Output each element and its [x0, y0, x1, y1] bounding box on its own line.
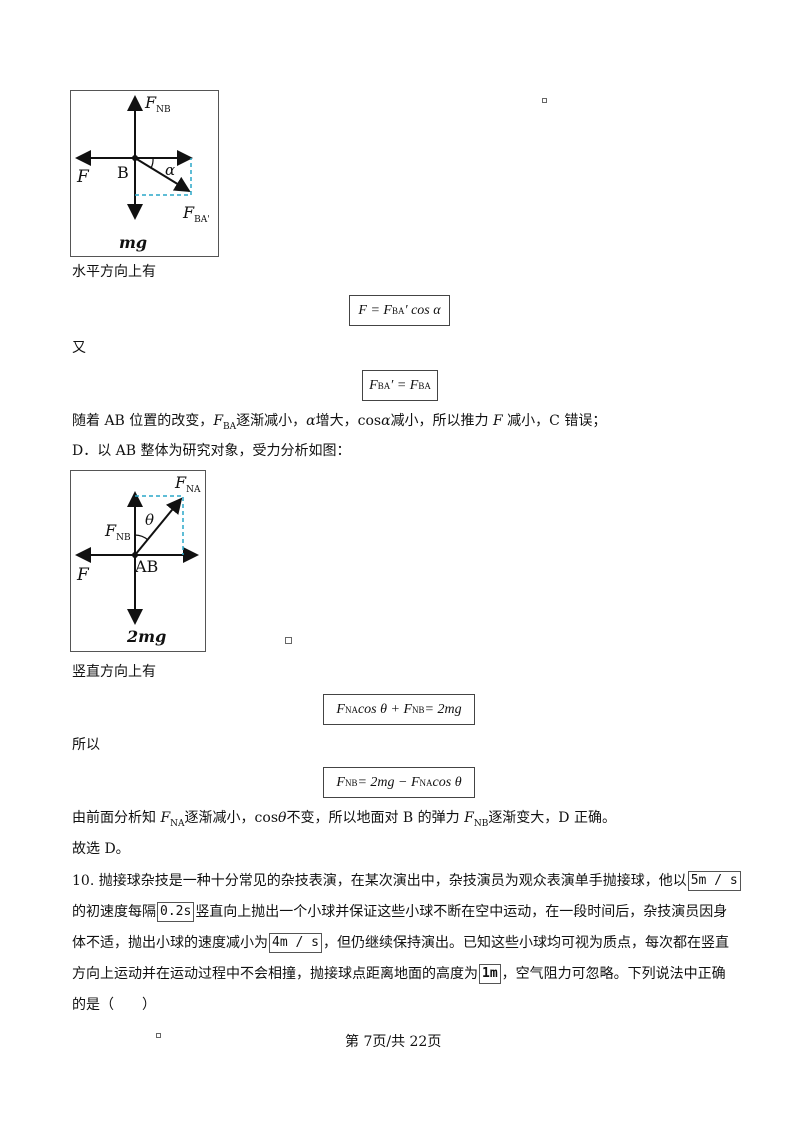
force-diagram-ab-svg: [75, 491, 199, 625]
label-fna: FNA: [175, 473, 201, 496]
speed-box-2: 4m / s: [269, 933, 322, 953]
para-cause: 随着 AB 位置的改变，FBA逐渐减小，α增大，cosα减小，所以推力 F 减小…: [72, 413, 607, 432]
label-fnb: FNB: [105, 521, 131, 544]
para-you: 又: [72, 340, 86, 356]
label-mg: mg: [119, 233, 148, 252]
label-f: F: [77, 565, 89, 585]
q10-line1: 10. 抛接球杂技是一种十分常见的杂技表演，在某次演出中，杂技演员为观众表演单手…: [72, 871, 742, 891]
anchor-marker: [285, 637, 292, 644]
fna-arrow: [134, 497, 183, 556]
label-theta: θ: [145, 511, 155, 529]
q10-line5: 的是（ ）: [72, 997, 156, 1013]
point-b: [132, 155, 138, 161]
fba-arrow: [134, 157, 191, 193]
force-diagram-b-svg: [75, 95, 193, 220]
point-ab: [132, 552, 138, 558]
anchor-marker: [156, 1033, 161, 1038]
para-horizontal: 水平方向上有: [72, 264, 156, 280]
label-f: F: [77, 167, 89, 187]
dashed-component-lines: [135, 495, 184, 555]
anchor-marker: [542, 98, 547, 103]
theta-arc: [134, 534, 149, 541]
para-option-d: D．以 AB 整体为研究对象，受力分析如图：: [72, 443, 351, 459]
label-fba: FBA': [183, 203, 210, 226]
height-box: 1m: [479, 964, 501, 984]
force-diagram-ab: FNA FNB θ F AB 2mg: [70, 470, 206, 652]
label-b: B: [117, 163, 129, 182]
alpha-arc: [150, 157, 154, 169]
label-2mg: 2mg: [127, 627, 167, 646]
para-analysis: 由前面分析知 FNA逐渐减小，cosθ不变，所以地面对 B 的弹力 FNB逐渐变…: [72, 810, 616, 829]
label-alpha: α: [165, 161, 176, 179]
para-choose: 故选 D。: [72, 841, 130, 857]
force-diagram-b: FNB F B α FBA' mg: [70, 90, 219, 257]
speed-box-1: 5m / s: [687, 871, 741, 891]
dashed-component-lines: [135, 158, 192, 196]
para-vertical: 竖直方向上有: [72, 664, 156, 680]
page-footer: 第 7页/共 22页: [345, 1034, 442, 1050]
label-fnb: FNB: [145, 93, 171, 116]
para-suoyi: 所以: [72, 737, 100, 753]
interval-box: 0.2s: [157, 902, 195, 922]
label-ab: AB: [135, 557, 159, 576]
